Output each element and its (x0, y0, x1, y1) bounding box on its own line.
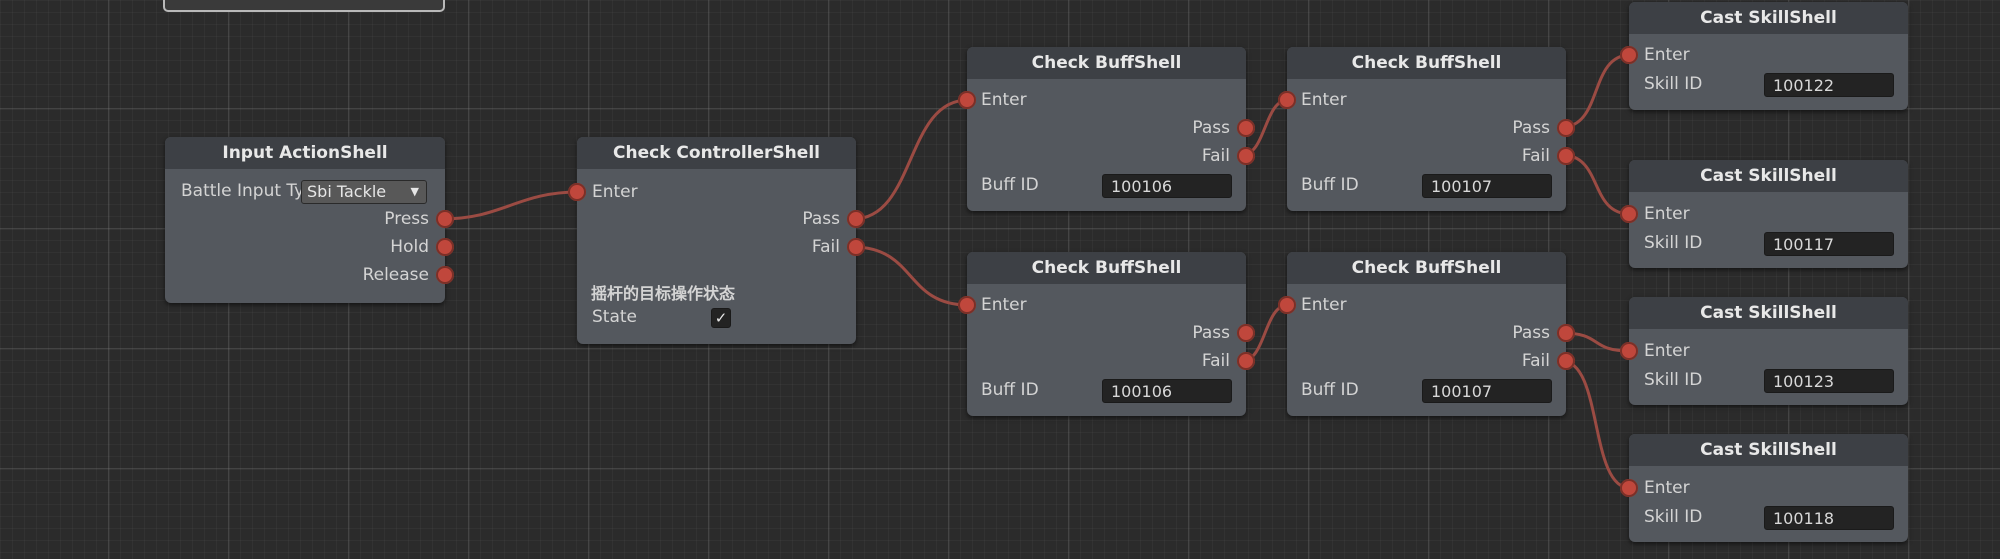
check-buff-title: Check BuffShell (1287, 252, 1566, 284)
check-buff-title: Check BuffShell (967, 47, 1246, 79)
wire-press-to-controller (441, 190, 579, 221)
check-buff-node-3[interactable]: Check BuffShell Enter Pass Fail Buff ID … (958, 252, 1255, 416)
buff-id-field[interactable]: 100106 (1102, 379, 1232, 403)
output-fail-label: Fail (811, 237, 840, 257)
input-enter-port[interactable] (1278, 296, 1296, 314)
skill-id-label: Skill ID (1644, 233, 1703, 253)
output-release-label: Release (362, 265, 429, 285)
buff-id-label: Buff ID (1301, 175, 1359, 195)
input-enter-label: Enter (1301, 295, 1347, 315)
wire-fail-to-buff3 (852, 245, 969, 307)
output-pass-port[interactable] (847, 210, 865, 228)
output-pass-port[interactable] (1237, 324, 1255, 342)
cast-skill-title: Cast SkillShell (1629, 2, 1908, 34)
skill-id-label: Skill ID (1644, 74, 1703, 94)
output-pass-label: Pass (1192, 323, 1230, 343)
input-enter-port[interactable] (1620, 342, 1638, 360)
output-fail-port[interactable] (1557, 147, 1575, 165)
output-release-port[interactable] (436, 266, 454, 284)
input-enter-port[interactable] (1620, 46, 1638, 64)
output-press-port[interactable] (436, 210, 454, 228)
battle-input-type-dropdown[interactable]: Sbi Tackle ▼ (301, 180, 427, 204)
output-pass-label: Pass (1512, 323, 1550, 343)
skill-id-field[interactable]: 100123 (1764, 369, 1894, 393)
output-hold-label: Hold (390, 237, 429, 257)
check-buff-node-4[interactable]: Check BuffShell Enter Pass Fail Buff ID … (1278, 252, 1575, 416)
input-enter-label: Enter (592, 182, 638, 202)
check-buff-title: Check BuffShell (967, 252, 1246, 284)
buff-id-field[interactable]: 100107 (1422, 379, 1552, 403)
skill-id-field[interactable]: 100117 (1764, 232, 1894, 256)
buff-id-label: Buff ID (981, 175, 1039, 195)
output-fail-port[interactable] (1557, 352, 1575, 370)
check-buff-title: Check BuffShell (1287, 47, 1566, 79)
input-enter-label: Enter (1644, 204, 1690, 224)
output-fail-label: Fail (1521, 351, 1550, 371)
state-label: State (592, 307, 637, 327)
output-pass-port[interactable] (1557, 119, 1575, 137)
output-pass-label: Pass (1192, 118, 1230, 138)
joystick-state-section-title: 摇杆的目标操作状态 (591, 284, 736, 303)
cast-skill-node-3[interactable]: Cast SkillShell Enter Skill ID 100123 (1620, 297, 1908, 405)
checkmark-icon: ✓ (714, 309, 728, 327)
input-enter-port[interactable] (1620, 205, 1638, 223)
input-enter-label: Enter (981, 90, 1027, 110)
input-enter-label: Enter (1644, 341, 1690, 361)
output-fail-label: Fail (1201, 351, 1230, 371)
buff-id-field[interactable]: 100106 (1102, 174, 1232, 198)
cast-skill-node-2[interactable]: Cast SkillShell Enter Skill ID 100117 (1620, 160, 1908, 268)
wire-pass-to-buff1 (852, 98, 969, 221)
buff-id-label: Buff ID (981, 380, 1039, 400)
input-enter-label: Enter (1644, 478, 1690, 498)
buff-id-label: Buff ID (1301, 380, 1359, 400)
input-enter-label: Enter (1644, 45, 1690, 65)
output-fail-label: Fail (1201, 146, 1230, 166)
buff-id-field[interactable]: 100107 (1422, 174, 1552, 198)
cast-skill-title: Cast SkillShell (1629, 434, 1908, 466)
input-enter-port[interactable] (958, 91, 976, 109)
battle-input-type-value: Sbi Tackle (307, 182, 387, 201)
output-fail-port[interactable] (1237, 352, 1255, 370)
battle-input-type-label: Battle Input Ty (181, 181, 305, 201)
output-pass-label: Pass (1512, 118, 1550, 138)
wire-buff2-fail-to-skill2 (1561, 153, 1631, 216)
cast-skill-node-1[interactable]: Cast SkillShell Enter Skill ID 100122 (1620, 2, 1908, 110)
input-enter-port[interactable] (1278, 91, 1296, 109)
output-pass-port[interactable] (1237, 119, 1255, 137)
chevron-down-icon: ▼ (410, 185, 419, 198)
cast-skill-node-4[interactable]: Cast SkillShell Enter Skill ID 100118 (1620, 434, 1908, 542)
skill-id-field[interactable]: 100122 (1764, 73, 1894, 97)
check-buff-node-1[interactable]: Check BuffShell Enter Pass Fail Buff ID … (958, 47, 1255, 211)
input-enter-port[interactable] (568, 183, 586, 201)
input-action-title: Input ActionShell (165, 137, 445, 169)
skill-id-label: Skill ID (1644, 507, 1703, 527)
output-press-label: Press (384, 209, 429, 229)
output-fail-port[interactable] (1237, 147, 1255, 165)
input-enter-port[interactable] (1620, 479, 1638, 497)
wire-buff2-pass-to-skill1 (1561, 53, 1631, 129)
output-hold-port[interactable] (436, 238, 454, 256)
wire-buff4-fail-to-skill4 (1561, 359, 1631, 490)
partial-node-top[interactable] (163, 0, 445, 12)
output-pass-port[interactable] (1557, 324, 1575, 342)
input-action-node[interactable]: Input ActionShell Battle Input Ty Sbi Ta… (165, 137, 454, 303)
input-enter-port[interactable] (958, 296, 976, 314)
skill-id-field[interactable]: 100118 (1764, 506, 1894, 530)
state-checkbox[interactable]: ✓ (711, 308, 731, 328)
output-fail-port[interactable] (847, 238, 865, 256)
input-enter-label: Enter (1301, 90, 1347, 110)
check-controller-title: Check ControllerShell (577, 137, 856, 169)
skill-id-label: Skill ID (1644, 370, 1703, 390)
cast-skill-title: Cast SkillShell (1629, 160, 1908, 192)
check-controller-node[interactable]: Check ControllerShell Enter Pass Fail 摇杆… (568, 137, 865, 344)
output-fail-label: Fail (1521, 146, 1550, 166)
input-enter-label: Enter (981, 295, 1027, 315)
cast-skill-title: Cast SkillShell (1629, 297, 1908, 329)
output-pass-label: Pass (802, 209, 840, 229)
check-buff-node-2[interactable]: Check BuffShell Enter Pass Fail Buff ID … (1278, 47, 1575, 211)
